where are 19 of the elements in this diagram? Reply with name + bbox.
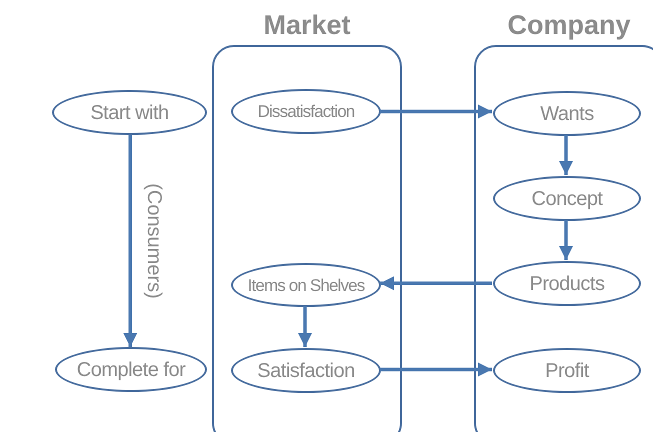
ellipse-node: Profit [493,348,641,393]
arrow [380,104,492,118]
ellipse-node: Dissatisfaction [231,89,381,134]
arrow [298,306,312,347]
ellipse-node: Satisfaction [231,348,381,393]
ellipse-node: Items on Shelves [231,263,381,307]
edge-label: (Consumers) [142,183,166,299]
ellipse-node: Wants [493,91,641,136]
arrow [380,276,492,290]
arrow [559,220,573,260]
arrow [123,135,138,347]
arrow [380,362,492,376]
arrow [559,135,573,175]
ellipse-node: Start with [52,90,207,135]
panel-title: Market [263,9,351,42]
ellipse-node: Concept [493,176,641,221]
ellipse-node: Products [493,261,641,306]
panel-title: Company [507,9,631,42]
ellipse-node: Complete for [55,347,207,392]
